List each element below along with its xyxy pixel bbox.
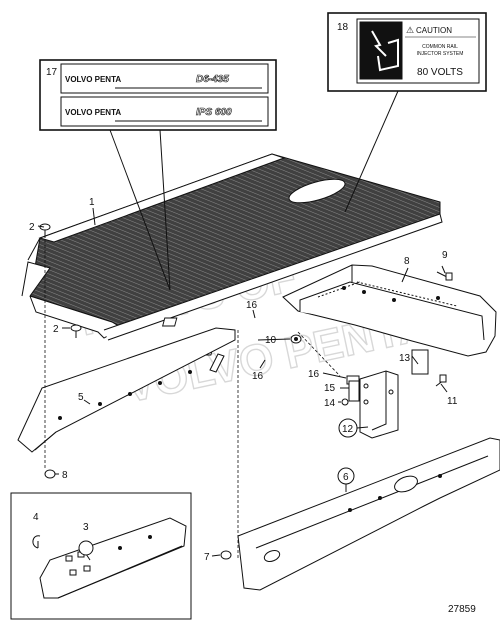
callout-numbers: 1 2 2 3 4 5 6 7 8 8 9 10 11 12 13 14 15 … — [29, 22, 458, 563]
side-rail-5 — [17, 327, 236, 453]
callout-18: 18 — [337, 22, 349, 33]
inset-box-3-4 — [10, 492, 192, 620]
side-rail-6 — [237, 437, 500, 591]
decal-brand-bottom: VOLVO PENTA — [65, 108, 121, 117]
callout-10: 10 — [265, 335, 277, 346]
plate-15 — [348, 380, 360, 402]
decal-box-17 — [39, 59, 277, 131]
callout-6: 6 — [343, 472, 349, 483]
callout-1: 1 — [89, 197, 95, 208]
callout-17: 17 — [46, 67, 58, 78]
callout-4: 4 — [33, 512, 39, 523]
warning-triangle-icon: ⚠ — [406, 25, 414, 35]
callout-8-lower: 8 — [62, 470, 68, 481]
decal-brand-top: VOLVO PENTA — [65, 75, 121, 84]
callout-15: 15 — [324, 383, 336, 394]
callout-3: 3 — [83, 522, 89, 533]
caution-title: CAUTION — [416, 26, 452, 35]
caution-voltage: 80 VOLTS — [417, 67, 463, 78]
decal-model-bottom: IPS 600 — [196, 107, 232, 118]
callout-12: 12 — [342, 424, 354, 435]
screw-11 — [435, 374, 447, 387]
callout-2-bottom: 2 — [53, 324, 59, 335]
screw-2-top — [39, 223, 51, 238]
caution-line-2: INJECTOR SYSTEM — [417, 51, 464, 57]
washer-14 — [341, 398, 349, 406]
caution-line-1: COMMON RAIL — [422, 44, 458, 50]
callout-16-middle: 16 — [252, 371, 264, 382]
bracket-12 — [359, 349, 429, 439]
decal-17-text: VOLVO PENTA D6-435 VOLVO PENTA IPS 600 — [65, 74, 232, 119]
callout-9: 9 — [442, 250, 448, 261]
screw-9 — [436, 271, 453, 281]
callout-16-right: 16 — [308, 369, 320, 380]
callout-16-top: 16 — [246, 300, 258, 311]
callout-circles — [78, 418, 358, 556]
callout-5: 5 — [78, 392, 84, 403]
callout-7: 7 — [204, 552, 210, 563]
nut-8-lower — [44, 469, 56, 479]
callout-13: 13 — [399, 353, 411, 364]
callout-2-top: 2 — [29, 222, 35, 233]
decal-18-text: ⚠ CAUTION COMMON RAIL INJECTOR SYSTEM 80… — [405, 25, 476, 78]
junction-box-cover — [282, 264, 497, 357]
callout-14: 14 — [324, 398, 336, 409]
leader-lines — [37, 90, 448, 561]
screw-2-bottom — [70, 324, 82, 338]
caution-box-18 — [327, 12, 487, 92]
callout-8-upper: 8 — [404, 256, 410, 267]
callout-11: 11 — [447, 396, 458, 407]
clip-16a — [162, 317, 178, 327]
nut-10 — [290, 334, 302, 344]
drawing-number: 27859 — [448, 604, 476, 615]
engine-cover-plate — [21, 153, 443, 341]
nut-7 — [220, 550, 232, 560]
assembly-guidelines — [44, 240, 341, 560]
decal-model-top: D6-435 — [196, 74, 229, 85]
